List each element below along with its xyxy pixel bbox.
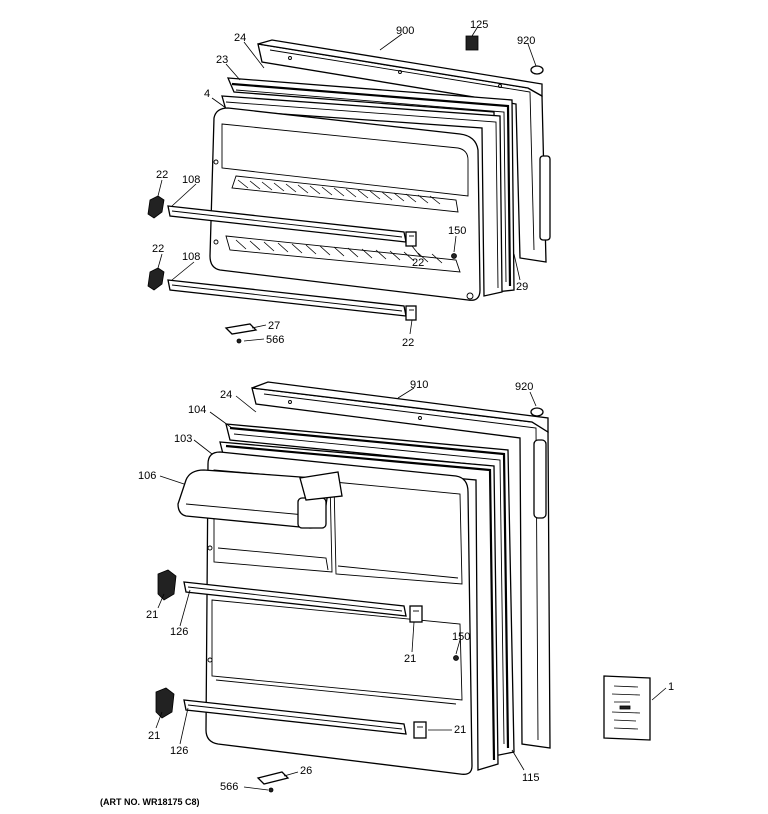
callout-108-bottom: 108 [182, 251, 200, 263]
freezer-plug-125 [465, 35, 479, 51]
callout-22-left-top: 22 [156, 169, 168, 181]
owner-literature-card [603, 675, 651, 741]
freezer-shelf-ribs-top [237, 179, 441, 205]
callout-910: 910 [410, 379, 428, 391]
freezer-hinge-27 [224, 323, 258, 335]
art-number: (ART NO. WR18175 C8) [100, 797, 200, 807]
dairy-compartment-door [177, 469, 343, 529]
fresh-food-bracket-left-lower [155, 687, 175, 719]
freezer-door-assembly: 900 125 920 24 23 4 22 108 22 108 150 22… [147, 19, 551, 349]
fresh-food-screw-150 [453, 655, 459, 661]
callout-103: 103 [174, 433, 192, 445]
fresh-food-shelf-bar-lower [183, 699, 407, 735]
fresh-food-cap-920 [530, 407, 544, 417]
freezer-bracket-left-lower [147, 267, 165, 291]
freezer-cap-920 [530, 65, 544, 75]
fresh-food-bracket-right-lower [413, 721, 427, 739]
callout-22-left-bottom: 22 [152, 243, 164, 255]
callout-27: 27 [268, 320, 280, 332]
freezer-bracket-right-upper [405, 231, 417, 247]
callout-21-right-bottom: 21 [454, 724, 466, 736]
callout-4: 4 [204, 88, 210, 100]
fresh-food-bracket-right-upper [409, 605, 423, 623]
freezer-outer-door-panel [257, 39, 551, 263]
callout-26: 26 [300, 765, 312, 777]
fresh-food-bracket-left-upper [157, 569, 177, 601]
callout-29: 29 [516, 281, 528, 293]
callout-566-top: 566 [266, 334, 284, 346]
callout-21-left-top: 21 [146, 609, 158, 621]
freezer-door-liner [209, 107, 481, 301]
fresh-food-screw-566 [268, 787, 274, 793]
callout-126-top: 126 [170, 626, 188, 638]
fresh-food-door-assembly: 910 920 24 104 103 106 21 126 150 21 21 … [138, 379, 674, 793]
callout-24-top: 24 [234, 32, 246, 44]
callout-115: 115 [522, 772, 540, 784]
fresh-food-leader-lines [155, 387, 667, 791]
fresh-food-outer-door-panel [251, 381, 551, 749]
callout-21-left-bottom: 21 [148, 730, 160, 742]
freezer-bracket-right-lower [405, 305, 417, 321]
callout-21-right-top: 21 [404, 653, 416, 665]
callout-900: 900 [396, 25, 414, 37]
callout-108-top: 108 [182, 174, 200, 186]
fresh-food-shelf-bar-upper [183, 581, 407, 617]
freezer-shelf-ribs-bottom [235, 239, 443, 264]
callout-24-bottom: 24 [220, 389, 232, 401]
freezer-leader-lines [157, 27, 537, 342]
callout-23: 23 [216, 54, 228, 66]
callout-22-right-bottom: 22 [402, 337, 414, 349]
callout-104: 104 [188, 404, 206, 416]
callout-920-bottom: 920 [515, 381, 533, 393]
callout-106: 106 [138, 470, 156, 482]
freezer-screw-566 [236, 338, 242, 344]
freezer-bracket-left-upper [147, 195, 165, 219]
freezer-door-gasket [221, 77, 515, 297]
callout-566-bottom: 566 [220, 781, 238, 793]
callout-125: 125 [470, 19, 488, 31]
callout-1: 1 [668, 681, 674, 693]
fresh-food-hinge-26 [256, 771, 290, 785]
callout-920-top: 920 [517, 35, 535, 47]
freezer-screw-150 [451, 253, 457, 259]
callout-126-bottom: 126 [170, 745, 188, 757]
callout-150-top: 150 [448, 225, 466, 237]
callout-150-bottom: 150 [452, 631, 470, 643]
callout-22-right-top: 22 [412, 257, 424, 269]
